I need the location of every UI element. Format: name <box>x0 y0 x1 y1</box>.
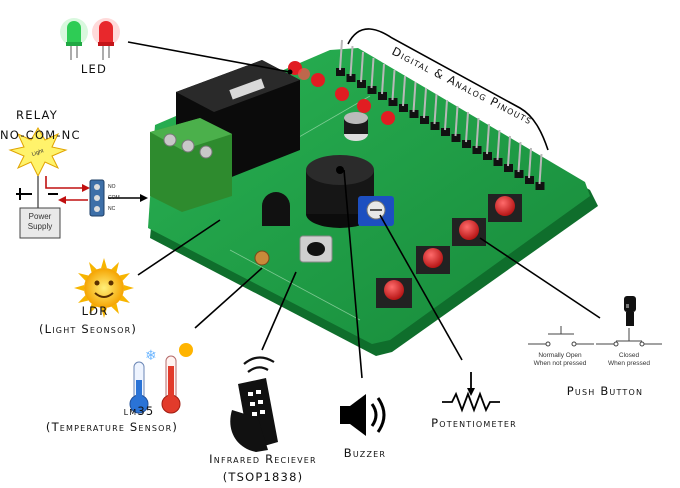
capacitor <box>344 112 368 141</box>
ldr-label: LDR <box>81 304 109 318</box>
switch-closed-icon <box>596 328 662 347</box>
push-button-label: Push Button <box>566 384 644 398</box>
potentiometer-label: Potentiometer <box>431 416 517 430</box>
potentiometer-component <box>358 196 394 226</box>
pinouts-brace <box>347 28 549 151</box>
closed-label: Closed <box>618 352 640 359</box>
lm35-label: lm35 <box>123 404 155 418</box>
sun-face <box>84 268 124 308</box>
led-label: LED <box>80 62 108 76</box>
resistor-icon <box>442 372 500 413</box>
lm35-subtitle: (Temperature Sensor) <box>45 420 179 434</box>
pointer-lines <box>108 41 601 379</box>
thermometer-cold-icon: ❄ <box>129 348 157 414</box>
relay-nc-label: NC <box>108 206 116 212</box>
header-pins <box>336 39 545 190</box>
buzzer-label: Buzzer <box>343 446 387 460</box>
remote-hand-icon <box>230 356 278 452</box>
thermometer-hot-icon <box>161 343 193 414</box>
push-buttons <box>376 194 522 308</box>
svg-text:❄: ❄ <box>145 348 157 364</box>
power-supply-label: Power Supply <box>27 212 53 231</box>
switch-open-icon <box>528 326 594 347</box>
ir-subtitle: (TSOP1838) <box>222 470 304 484</box>
relay-com-label: COM <box>108 195 120 201</box>
screw-terminal <box>150 118 232 212</box>
ir-receiver-component <box>299 235 333 263</box>
relay-wiring <box>16 176 105 239</box>
relay-subtitle: NO-COM-NC <box>0 128 81 142</box>
lm35-component <box>262 192 290 226</box>
closed-sub: When pressed <box>608 360 650 367</box>
ir-label: Infrared Reciever <box>209 452 317 466</box>
relay-title: RELAY <box>16 108 58 122</box>
ldr-component <box>254 250 270 266</box>
normally-open-sub: When not pressed <box>533 360 587 367</box>
relay-no-label: NO <box>108 184 116 190</box>
sun-icon <box>74 258 134 318</box>
speaker-icon <box>340 394 386 436</box>
ldr-subtitle: (Light Seonsor) <box>38 322 138 336</box>
finger-press-icon <box>624 296 636 326</box>
led-pair-icon <box>60 18 120 60</box>
normally-open-label: Normally Open <box>538 352 582 359</box>
